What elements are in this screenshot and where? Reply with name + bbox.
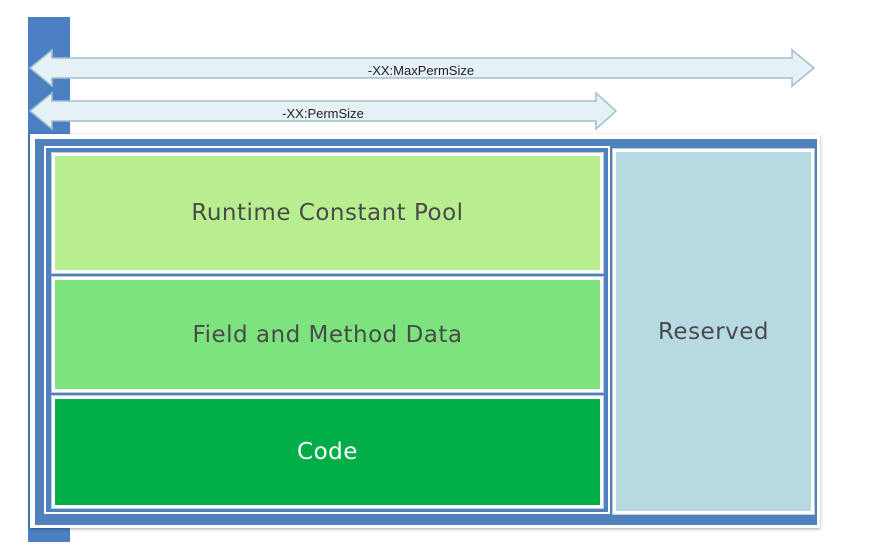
- field-method-data-block: Field and Method Data: [51, 276, 604, 393]
- runtime-constant-pool-block: Runtime Constant Pool: [51, 152, 604, 274]
- max-perm-size-arrow: [28, 48, 816, 88]
- perm-size-label: -XX:PermSize: [282, 106, 364, 121]
- reserved-block: Reserved: [612, 148, 815, 515]
- max-perm-size-label: -XX:MaxPermSize: [368, 63, 474, 78]
- reserved-label: Reserved: [657, 318, 770, 345]
- perm-size-arrow: [28, 91, 618, 131]
- size-arrows: -XX:MaxPermSize -XX:PermSize: [28, 48, 816, 131]
- field-method-data-label: Field and Method Data: [192, 321, 463, 348]
- code-label: Code: [297, 439, 358, 465]
- code-block: Code: [51, 395, 604, 509]
- runtime-constant-pool-label: Runtime Constant Pool: [191, 200, 464, 226]
